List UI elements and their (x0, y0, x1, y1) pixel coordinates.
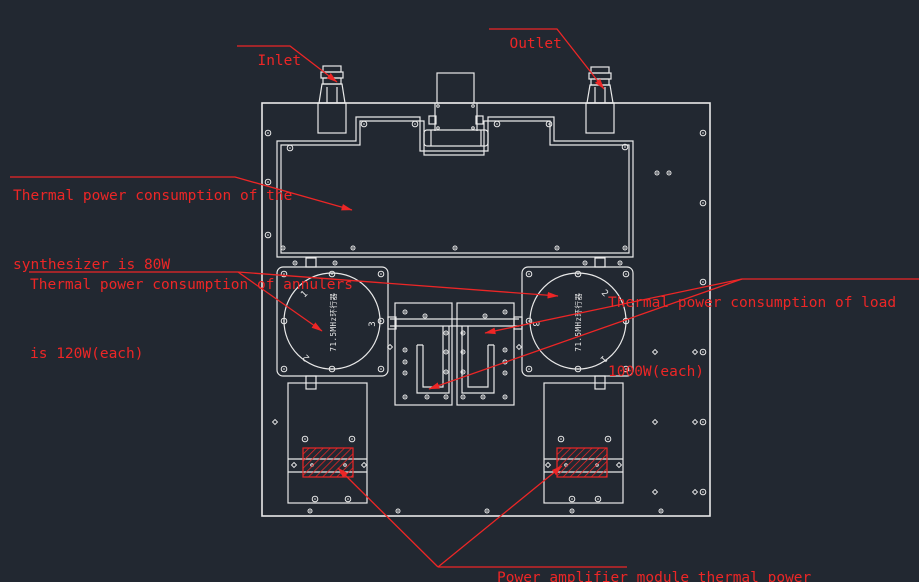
annulers-leader-left (237, 271, 323, 332)
annulers-leader-right (237, 271, 559, 299)
drill-holes (264, 104, 707, 514)
inlet-label-text: Inlet (257, 53, 302, 69)
left-port-2: 2 (301, 352, 312, 363)
right-port-2: 2 (599, 288, 610, 299)
outlet-label: Outlet (492, 10, 562, 56)
rf-connector (423, 72, 489, 147)
annulers-label-line1: Thermal power consumption of annulers (30, 277, 354, 293)
annulers-label: Thermal power consumption of annulers is… (30, 228, 353, 389)
power-amp-label-line1: Power amplifier module thermal power (497, 570, 812, 582)
left-port-1: 1 (299, 289, 310, 300)
load-leader-lower (428, 278, 743, 390)
poweramp-leader-right (437, 465, 563, 568)
load-leader-upper (484, 278, 743, 335)
right-port-3: 3 (530, 321, 540, 326)
circulator-text: 71.5MHz环行器 71.5MHz环行器 1 3 2 2 3 1 (299, 288, 609, 363)
inlet-label: Inlet (240, 27, 301, 73)
right-port-1: 1 (598, 353, 609, 364)
synthesizer-leader (10, 176, 353, 211)
leader-lines (10, 28, 919, 568)
base-plate (261, 102, 711, 517)
poweramp-leader-left (337, 467, 439, 568)
load-label-line1: Thermal power consumption of load (608, 295, 897, 311)
outlet-leader (489, 28, 605, 90)
inlet-fitting (317, 65, 347, 134)
load-label-line2: 1000W(each) (608, 364, 705, 380)
inlet-leader (237, 45, 338, 83)
synthesizer-label-line1: Thermal power consumption of the (13, 188, 293, 204)
synthesizer-label: Thermal power consumption of the synthes… (13, 139, 292, 300)
drawing-geometry (261, 65, 711, 517)
power-amplifier-modules (287, 382, 624, 504)
right-circulator-label: 71.5MHz环行器 (573, 292, 583, 351)
outlet-fitting (585, 66, 615, 134)
load-channels (390, 302, 519, 406)
left-port-3: 3 (368, 321, 378, 326)
outlet-label-text: Outlet (509, 36, 562, 52)
right-amplifier-hatch (556, 447, 608, 478)
annulers-label-line2: is 120W(each) (30, 346, 144, 362)
load-label: Thermal power consumption of load 1000W(… (608, 246, 896, 407)
heat-zones (302, 447, 608, 478)
synthesizer-cover (276, 116, 634, 258)
synthesizer-label-line2: synthesizer is 80W (13, 257, 171, 273)
power-amp-label: Power amplifier module thermal power con… (497, 521, 811, 582)
left-amplifier-hatch (302, 447, 354, 478)
left-circulator-label: 71.5MHz环行器 (328, 292, 338, 351)
